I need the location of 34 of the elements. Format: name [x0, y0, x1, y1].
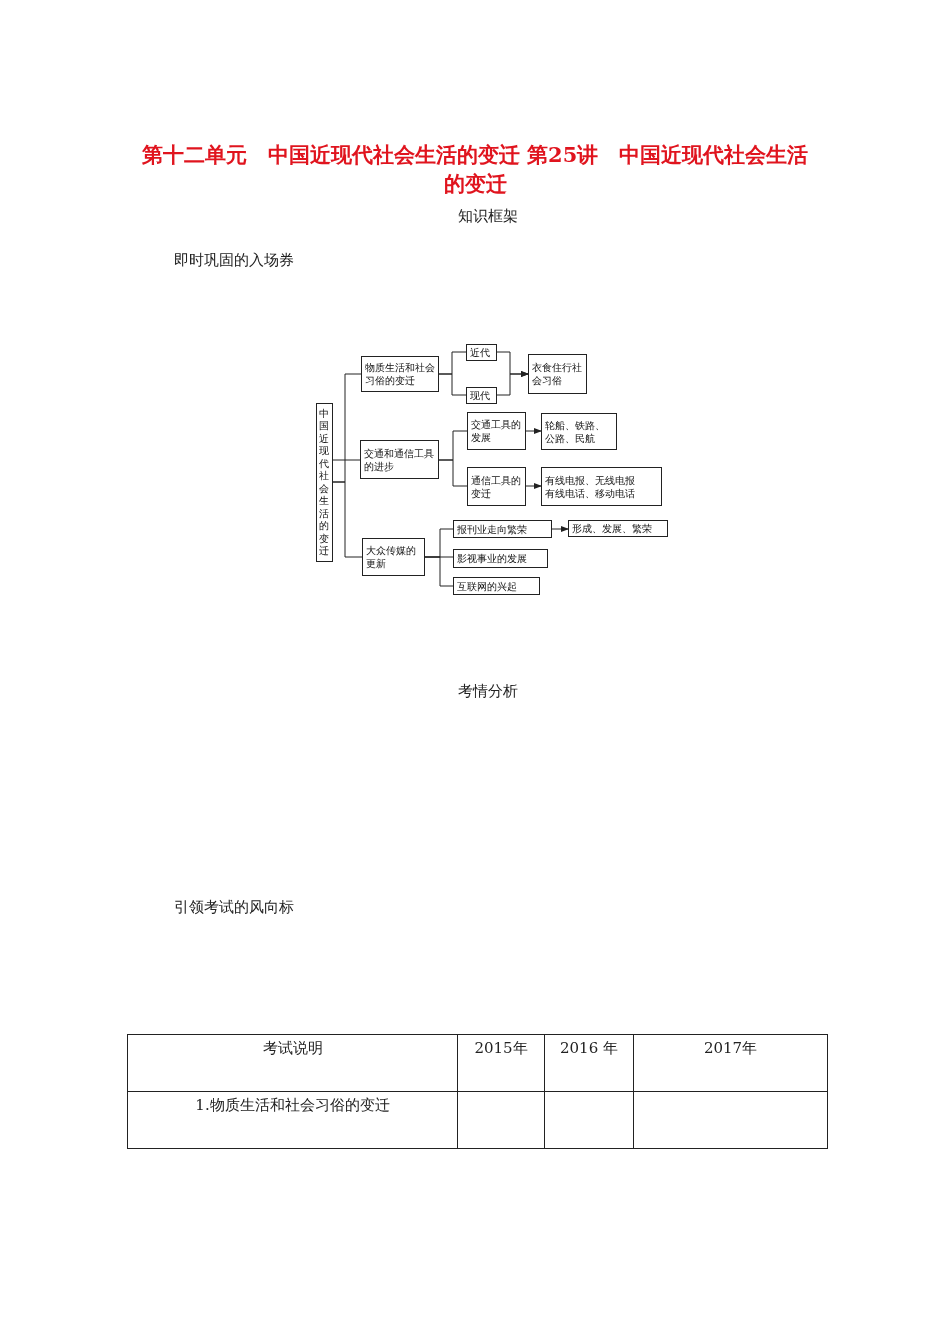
table-cell: 1.物质生活和社会习俗的变迁 — [127, 1091, 458, 1149]
connector-line — [332, 481, 363, 558]
topic-box: 现代 — [466, 387, 497, 404]
table-cell: 考试说明 — [127, 1034, 458, 1092]
topic-box: 报刊业走向繁荣 — [453, 520, 552, 538]
connector-line — [438, 459, 468, 487]
topic-box: 大众传媒的更新 — [362, 538, 425, 576]
root-box: 中国近现代社会生活的变迁 — [316, 403, 333, 562]
connector-line — [332, 459, 361, 461]
connector-line — [424, 556, 454, 587]
topic-box: 形成、发展、繁荣 — [568, 520, 668, 537]
arrow — [525, 483, 542, 489]
title: 第十二单元 中国近现代社会生活的变迁 第25讲 中国近现代社会生活的变迁 — [140, 141, 810, 198]
section-heading: 即时巩固的入场券 — [174, 251, 294, 270]
section-heading: 引领考试的风向标 — [174, 898, 294, 917]
arrow — [496, 371, 529, 396]
section-heading: 考情分析 — [458, 682, 518, 701]
topic-box: 影视事业的发展 — [453, 549, 548, 568]
topic-box: 有线电报、无线电报 有线电话、移动电话 — [541, 467, 662, 506]
topic-box: 物质生活和社会习俗的变迁 — [361, 356, 439, 392]
arrow — [551, 526, 569, 532]
table-cell: 2017年 — [633, 1034, 828, 1092]
topic-box: 衣食住行社会习俗 — [528, 354, 587, 394]
connector-line — [438, 373, 467, 396]
topic-box: 交通和通信工具的进步 — [360, 440, 439, 479]
table-cell: 2016 年 — [544, 1034, 634, 1092]
topic-box: 交通工具的发展 — [467, 412, 526, 450]
table-cell: 2015年 — [457, 1034, 545, 1092]
arrow — [525, 428, 542, 434]
topic-box: 近代 — [466, 344, 497, 361]
topic-box: 互联网的兴起 — [453, 577, 540, 595]
topic-box: 轮船、铁路、公路、民航 — [541, 413, 617, 450]
section-heading: 知识框架 — [458, 207, 518, 226]
topic-box: 通信工具的变迁 — [467, 467, 526, 506]
